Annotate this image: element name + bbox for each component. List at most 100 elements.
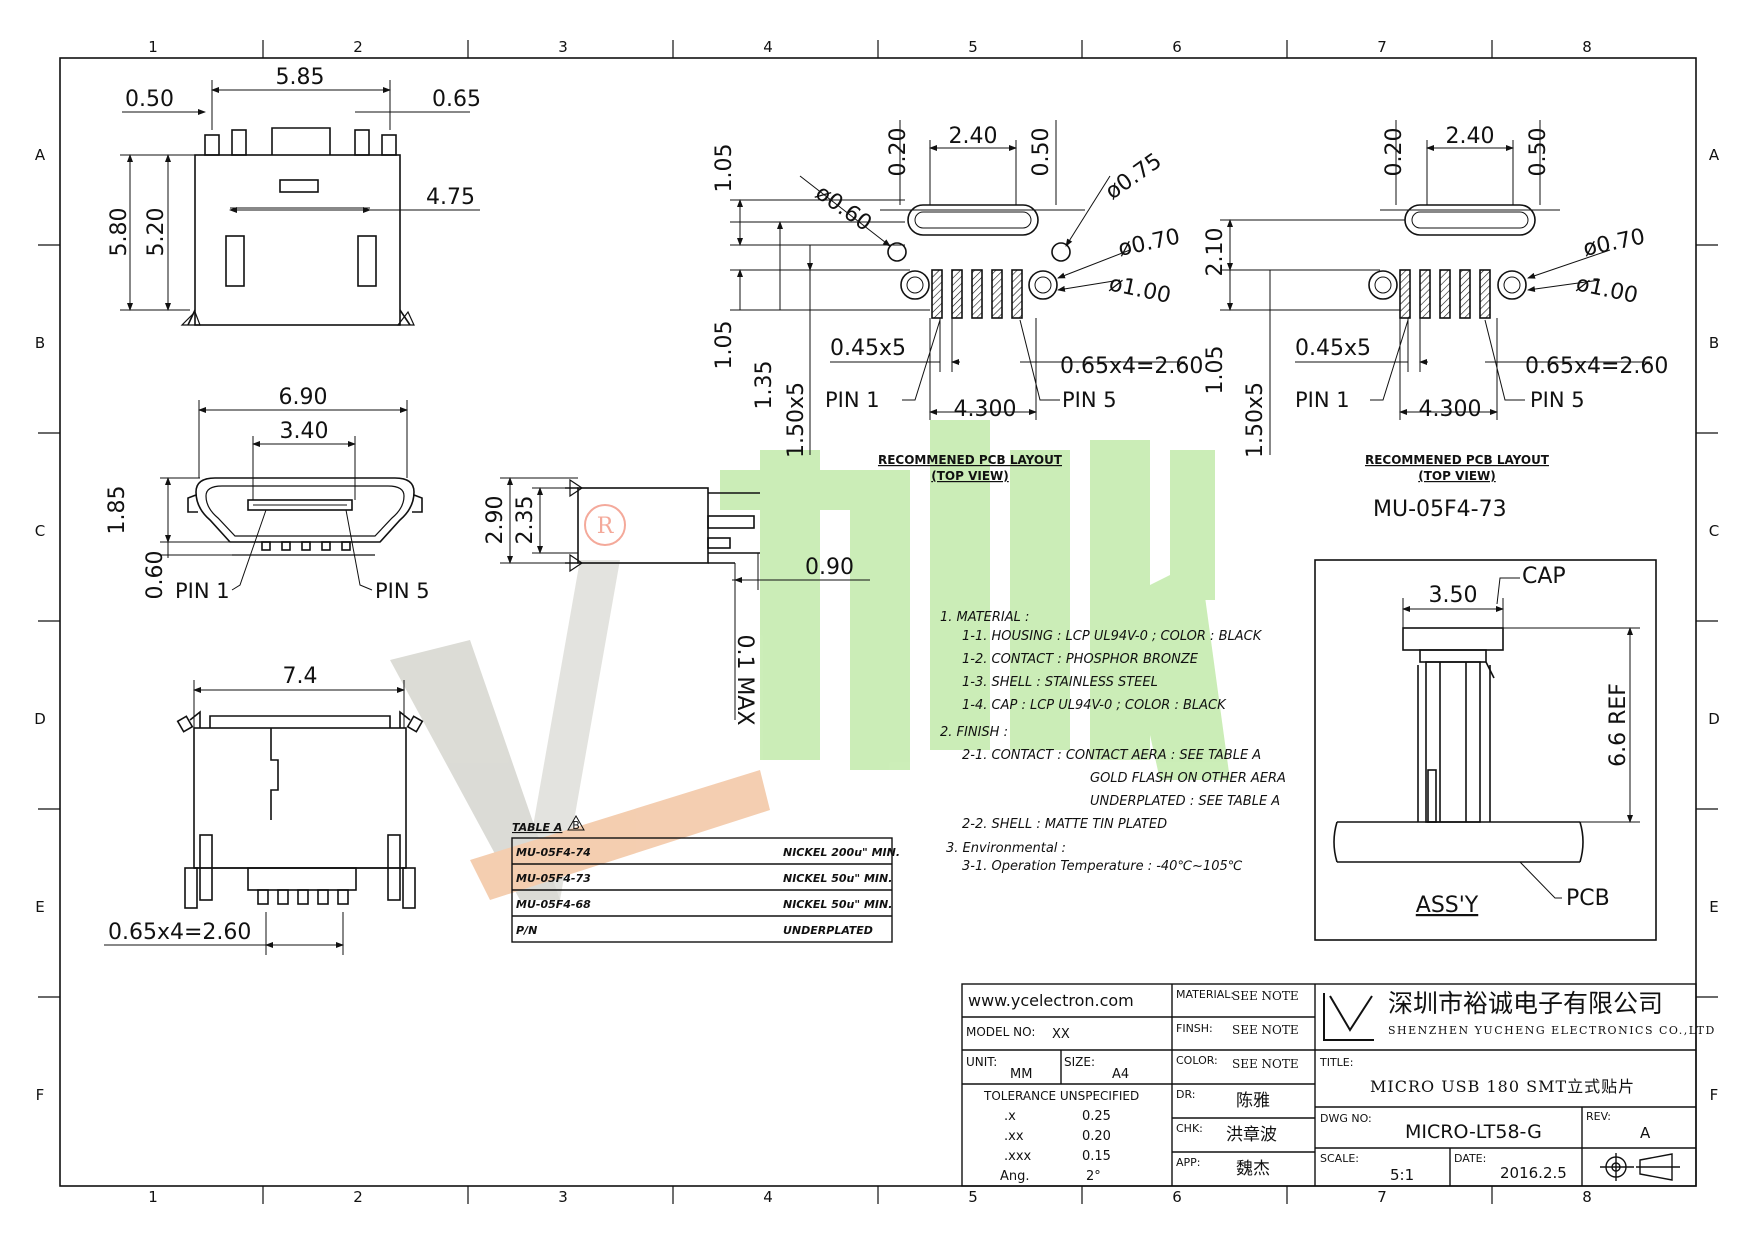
company-name-cn: 深圳市裕诚电子有限公司 [1388,989,1663,1018]
row-label: E [35,898,44,916]
pcb1-dim-050: 0.50 [1029,128,1054,177]
pcb-layout-2-dims [1220,120,1650,455]
side-view-dims [500,477,870,720]
model-no-label: MODEL NO: [966,1025,1035,1039]
row-label: A [1709,146,1720,164]
pcb1-title: RECOMMENED PCB LAYOUT [878,453,1063,467]
table-row: P/N UNDERPLATED [516,924,873,937]
title-label: TITLE: [1319,1056,1353,1069]
note-line: 2-2. SHELL : MATTE TIN PLATED [962,817,1167,832]
drawing-title: MICRO USB 180 SMT立式贴片 [1370,1077,1635,1096]
table-a-rev-mark: B [572,819,580,832]
bottom-view [176,710,424,909]
chk-label: CHK: [1176,1122,1203,1135]
note-line: 2-1. CONTACT : CONTACT AERA : SEE TABLE … [962,748,1261,763]
rev-label: REV: [1586,1110,1611,1123]
dim-right-tab: 0.65 [432,87,481,112]
pcb2-dim-105: 1.05 [1203,346,1228,395]
pcb1-dim-span: 4.300 [954,397,1017,422]
pcb2-pin1-label: PIN 1 [1295,388,1350,412]
sheet-border [38,40,1718,1204]
table-a: TABLE A B MU-05F4-74 NICKEL 200u" MIN. M… [511,814,900,943]
col-label: 7 [1377,38,1387,56]
date-label: DATE: [1454,1152,1486,1165]
assy-dims [1402,577,1640,899]
side-view [565,478,760,573]
tolerance-key: .xx [1004,1129,1024,1144]
table-cell-pn: MU-05F4-73 [516,872,591,885]
scale-value: 5:1 [1390,1166,1414,1184]
assy-cap-label: CAP [1522,564,1566,589]
dim-side-lead: 0.90 [805,555,854,580]
material-value: SEE NOTE [1232,989,1299,1003]
tolerance-row: Ang. 2° [1000,1169,1101,1184]
tolerance-row: .x 0.25 [1004,1109,1111,1124]
pcb2-subtitle: (TOP VIEW) [1418,469,1496,483]
dim-overall-width: 5.85 [276,65,325,90]
pcb2-dim-span: 4.300 [1419,397,1482,422]
pcb1-pin5-label: PIN 5 [1062,388,1117,412]
tolerance-row: .xxx 0.15 [1004,1149,1111,1164]
col-label: 8 [1582,1188,1592,1206]
material-label: MATERIAL: [1176,988,1234,1001]
dr-name: 陈雅 [1236,1091,1270,1111]
finish-label: FINSH: [1176,1022,1213,1035]
pcb2-dim-210: 2.10 [1203,228,1228,277]
pcb2-title: RECOMMENED PCB LAYOUT [1365,453,1550,467]
notes-block: 1. MATERIAL : 1-1. HOUSING : LCP UL94V-0… [940,610,1286,874]
dim-bottom-pitch: 0.65x4=2.60 [108,920,251,945]
pcb2-dim-020: 0.20 [1382,128,1407,177]
grid-labels: 1 2 3 4 5 6 7 8 1 2 3 4 5 6 7 8 A B C D … [34,38,1720,1206]
tolerance-row: .xx 0.20 [1004,1129,1111,1144]
row-label: B [35,334,45,352]
assy-width: 3.50 [1429,583,1478,608]
assy-height: 6.6 REF [1606,683,1631,767]
pcb2-model: MU-05F4-73 [1373,497,1507,522]
unit: MM [1010,1067,1032,1082]
col-label: 7 [1377,1188,1387,1206]
dim-front-outer: 6.90 [279,385,328,410]
row-label: D [34,710,46,728]
row-label: A [35,146,46,164]
pcb2-dim-150x5: 1.50x5 [1243,382,1268,458]
tolerance-key: .xxx [1004,1149,1032,1164]
top-view [180,127,415,326]
table-cell-finish: UNDERPLATED [783,924,873,937]
company-logo [1323,993,1374,1041]
table-cell-pn: MU-05F4-68 [516,898,591,911]
app-label: APP: [1176,1156,1201,1169]
pcb1-hole-070: ø0.70 [1116,224,1182,261]
col-label: 2 [353,38,363,56]
pcb2-hole-100: ø1.00 [1574,271,1640,308]
note-line: GOLD FLASH ON OTHER AERA [1090,771,1286,786]
table-cell-pn: P/N [516,924,537,937]
dwg-no: MICRO-LT58-G [1405,1121,1542,1143]
pcb1-dim-105b: 1.05 [712,321,737,370]
note-line: 1-2. CONTACT : PHOSPHOR BRONZE [962,652,1199,667]
front-view-dims [160,400,408,591]
size-label: SIZE: [1064,1055,1095,1069]
pcb-layout-1-dims [730,120,1185,455]
note-line: 1-3. SHELL : STAINLESS STEEL [962,675,1158,690]
note-line: 2. FINISH : [940,725,1008,740]
pcb2-dim-pitch: 0.65x4=2.60 [1525,354,1668,379]
dim-front-bottom: 0.60 [143,551,168,600]
dim-front-inner: 3.40 [280,419,329,444]
registered-mark: R [597,514,615,539]
finish-value: SEE NOTE [1232,1023,1299,1037]
dim-front-height: 1.85 [105,486,130,535]
color-label: COLOR: [1176,1054,1218,1067]
row-label: F [1710,1086,1719,1104]
col-label: 4 [763,1188,773,1206]
pcb1-hole-060: ø0.60 [811,180,876,236]
col-label: 6 [1172,38,1182,56]
col-label: 2 [353,1188,363,1206]
dim-side-h2: 2.35 [513,496,538,545]
company-watermark: R [390,420,1230,900]
pcb1-hole-075: ø0.75 [1101,149,1166,205]
projection-symbol-icon [1600,1153,1680,1181]
col-label: 5 [968,1188,978,1206]
table-row: MU-05F4-68 NICKEL 50u" MIN. [516,898,892,911]
pcb1-dim-105a: 1.05 [712,144,737,193]
pcb2-dim-pad: 0.45x5 [1295,336,1371,361]
